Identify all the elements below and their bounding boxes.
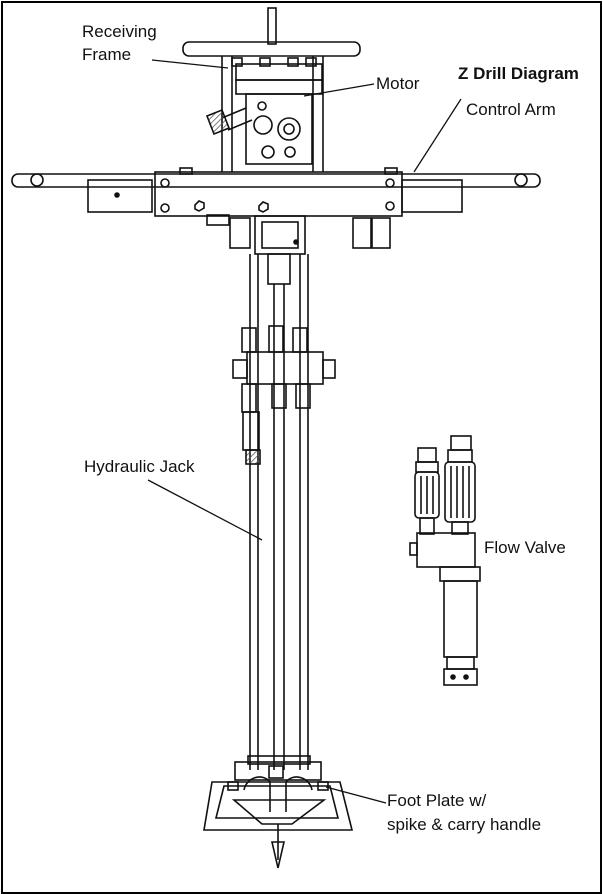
label-foot-plate-line2: spike & carry handle [387, 815, 542, 834]
diagram-title: Z Drill Diagram [458, 64, 579, 83]
leader-lines [147, 59, 462, 804]
foot-plate-shape [203, 755, 354, 869]
hydraulic-jack-shape [232, 253, 336, 770]
label-control-arm: Control Arm [466, 100, 556, 119]
label-flow-valve: Flow Valve [484, 538, 566, 557]
label-hydraulic-jack: Hydraulic Jack [84, 457, 195, 476]
flow-valve-shape [409, 435, 481, 686]
motor-shape [205, 93, 313, 165]
label-receiving-frame-line1: Receiving [82, 22, 157, 41]
label-receiving-frame-line2: Frame [82, 45, 132, 64]
control-arm-shape [11, 167, 541, 255]
label-foot-plate-line1: Foot Plate w/ [387, 791, 487, 810]
label-motor: Motor [376, 74, 420, 93]
